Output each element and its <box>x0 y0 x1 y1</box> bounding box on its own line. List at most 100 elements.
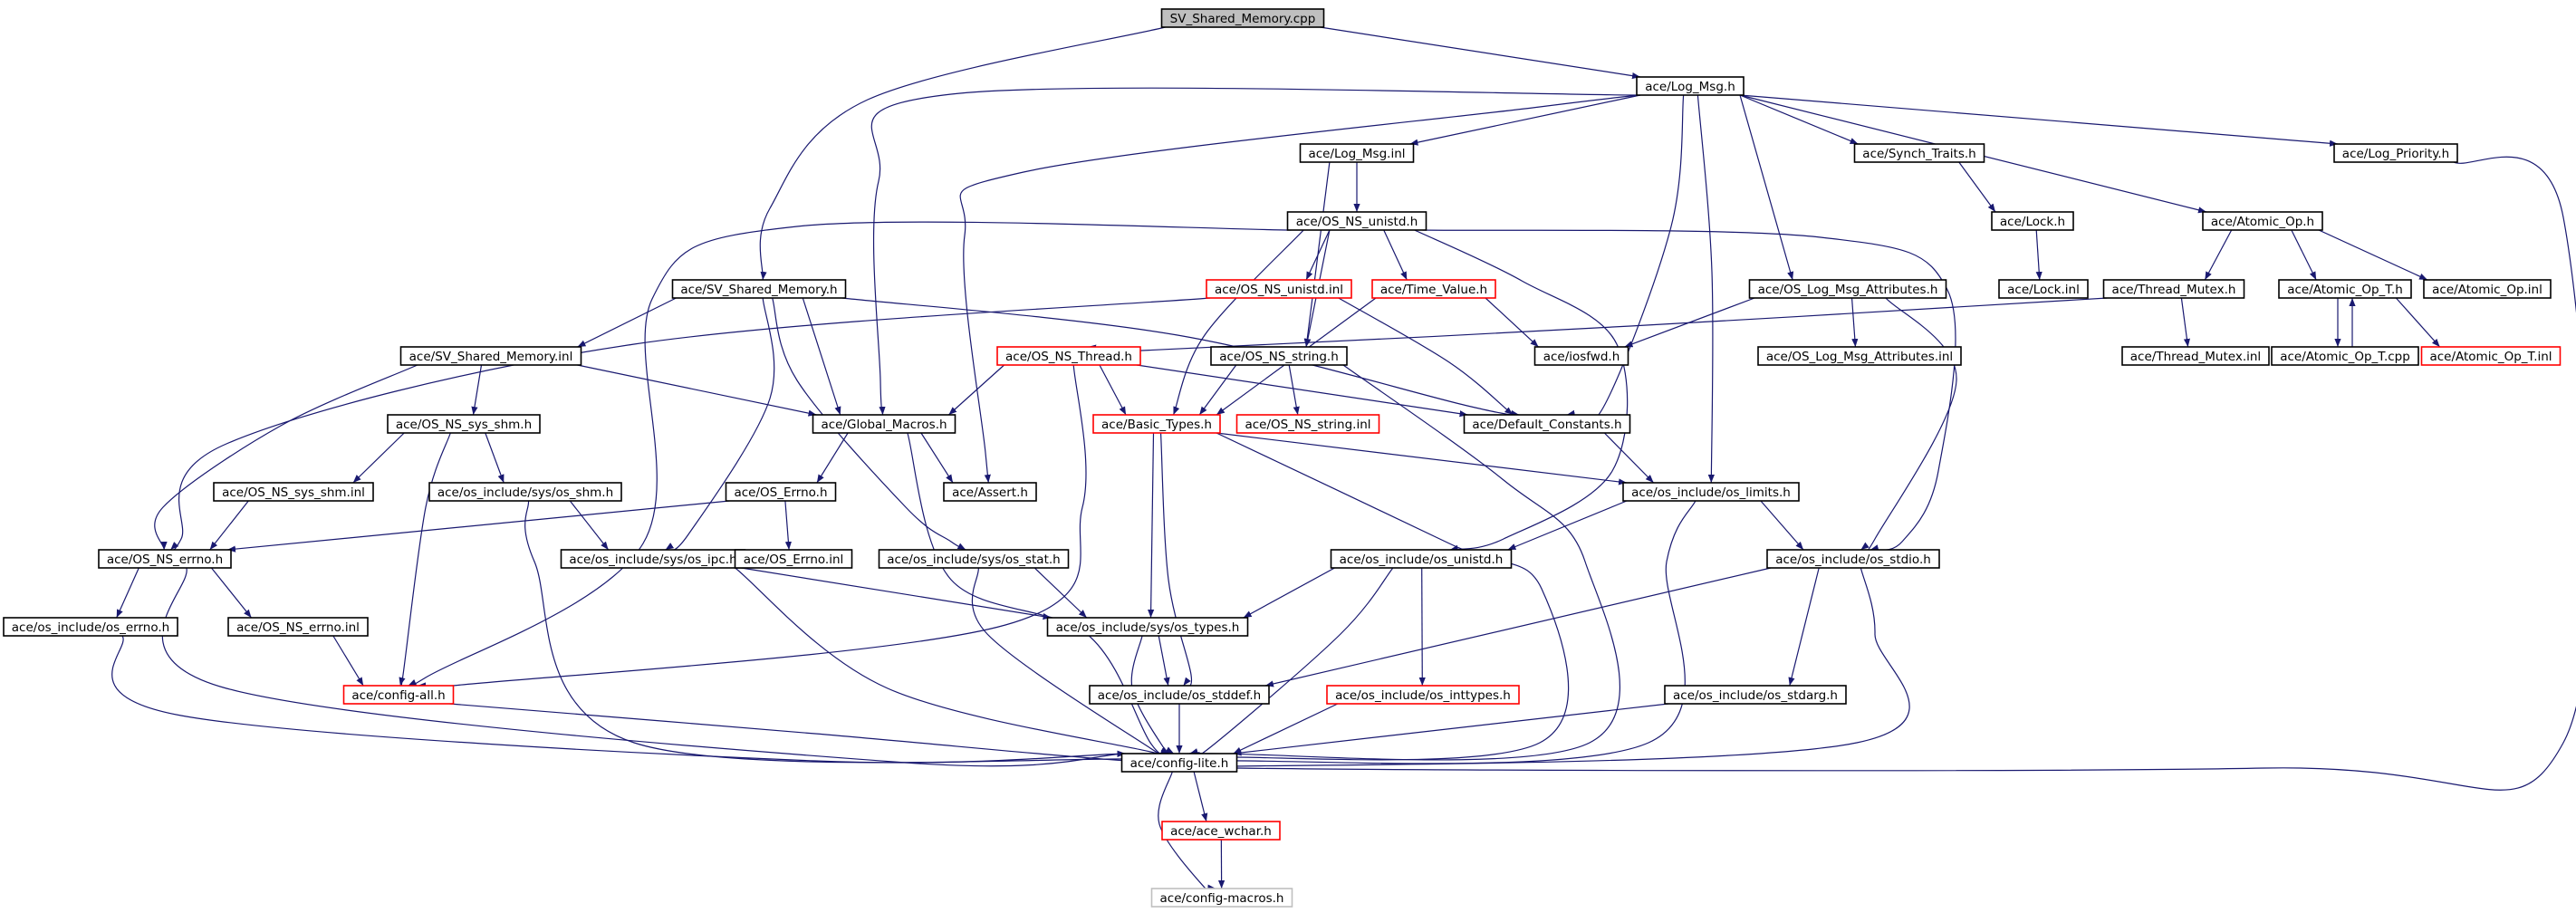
node-label: ace/Atomic_Op_T.cpp <box>2280 350 2410 364</box>
node-os-log-msg-attributes-inl[interactable]: ace/OS_Log_Msg_Attributes.inl <box>1757 346 1962 366</box>
node-log-msg-h[interactable]: ace/Log_Msg.h <box>1636 76 1745 96</box>
node-sv-shared-memory-cpp[interactable]: SV_Shared_Memory.cpp <box>1160 8 1325 28</box>
node-os-log-msg-attributes-h[interactable]: ace/OS_Log_Msg_Attributes.h <box>1748 279 1947 299</box>
edge-lock-h-to-lock-inl <box>2035 229 2043 281</box>
node-label: ace/os_include/sys/os_shm.h <box>437 485 613 500</box>
node-os-ns-unistd-inl[interactable]: ace/OS_NS_unistd.inl <box>1206 279 1352 299</box>
node-label: ace/Lock.inl <box>2007 283 2080 297</box>
node-os-stdarg-h[interactable]: ace/os_include/os_stdarg.h <box>1664 685 1847 705</box>
node-box <box>1046 617 1249 637</box>
node-os-ipc-h[interactable]: ace/os_include/sys/os_ipc.h <box>560 549 746 569</box>
node-os-ns-sys-shm-inl[interactable]: ace/OS_NS_sys_shm.inl <box>213 482 374 502</box>
edge-os-unistd-h-to-os-types-h <box>1243 567 1335 619</box>
node-label: ace/ace_wchar.h <box>1170 824 1272 839</box>
node-default-constants-h[interactable]: ace/Default_Constants.h <box>1463 414 1631 434</box>
node-os-errno-h[interactable]: ace/OS_Errno.h <box>725 482 837 502</box>
edge-atomic-op-t-h-to-atomic-op-t-inl <box>2395 297 2441 348</box>
node-box <box>1326 685 1520 705</box>
node-os-include-os-errno-h[interactable]: ace/os_include/os_errno.h <box>3 617 178 637</box>
node-box <box>227 617 369 637</box>
node-label: ace/os_include/os_limits.h <box>1631 485 1791 500</box>
node-os-ns-string-h[interactable]: ace/OS_NS_string.h <box>1210 346 1348 366</box>
node-lock-inl[interactable]: ace/Lock.inl <box>1998 279 2089 299</box>
edge-os-stdio-h-to-config-lite-h <box>1173 567 1910 767</box>
node-os-ns-thread-h[interactable]: ace/OS_NS_Thread.h <box>996 346 1141 366</box>
node-box <box>1206 279 1352 299</box>
node-sv-shared-memory-inl[interactable]: ace/SV_Shared_Memory.inl <box>399 346 582 366</box>
node-config-lite-h[interactable]: ace/config-lite.h <box>1120 753 1238 773</box>
node-box <box>3 617 178 637</box>
node-os-stdio-h[interactable]: ace/os_include/os_stdio.h <box>1766 549 1940 569</box>
edge-sv-shared-memory-h-to-global-macros-h <box>802 297 841 416</box>
edge-global-macros-h-to-config-lite-h <box>907 432 1170 756</box>
node-label: ace/OS_NS_string.inl <box>1245 418 1370 432</box>
node-label: ace/OS_Log_Msg_Attributes.inl <box>1766 350 1953 364</box>
node-basic-types-h[interactable]: ace/Basic_Types.h <box>1092 414 1221 434</box>
node-label: ace/OS_NS_string.h <box>1219 350 1339 364</box>
edge-log-msg-h-to-synch-traits-h <box>1739 94 1859 145</box>
edge-os-ns-unistd-h-to-config-all-h <box>402 221 1292 691</box>
node-box <box>1089 685 1270 705</box>
node-atomic-op-h[interactable]: ace/Atomic_Op.h <box>2202 211 2323 231</box>
node-assert-h[interactable]: ace/Assert.h <box>943 482 1037 502</box>
edge-thread-mutex-h-to-os-ns-thread-h <box>1072 297 2108 353</box>
edge-sv-shared-memory-h-to-sv-shared-memory-inl <box>577 297 677 348</box>
edge-os-ns-errno-h-to-os-include-os-errno-h <box>116 567 139 619</box>
node-config-macros-h[interactable]: ace/config-macros.h <box>1150 888 1293 908</box>
node-label: ace/os_include/os_inttypes.h <box>1335 688 1511 703</box>
node-os-shm-h[interactable]: ace/os_include/sys/os_shm.h <box>428 482 622 502</box>
node-os-ns-sys-shm-h[interactable]: ace/OS_NS_sys_shm.h <box>387 414 541 434</box>
node-time-value-h[interactable]: ace/Time_Value.h <box>1371 279 1496 299</box>
node-box <box>399 346 582 366</box>
node-box <box>1161 821 1281 841</box>
node-os-inttypes-h[interactable]: ace/os_include/os_inttypes.h <box>1326 685 1520 705</box>
edge-os-stdio-h-to-os-stddef-h <box>1264 567 1772 687</box>
node-global-macros-h[interactable]: ace/Global_Macros.h <box>812 414 956 434</box>
node-label: ace/OS_Errno.h <box>734 485 827 500</box>
nodes-layer: SV_Shared_Memory.cpp ace/Log_Msg.h ace/Log… <box>3 8 2562 908</box>
node-iosfwd-h[interactable]: ace/iosfwd.h <box>1533 346 1629 366</box>
node-atomic-op-t-h[interactable]: ace/Atomic_Op_T.h <box>2278 279 2412 299</box>
node-sv-shared-memory-h[interactable]: ace/SV_Shared_Memory.h <box>671 279 847 299</box>
node-label: ace/Atomic_Op_T.h <box>2287 283 2403 297</box>
node-os-stat-h[interactable]: ace/os_include/sys/os_stat.h <box>878 549 1070 569</box>
node-os-ns-unistd-h[interactable]: ace/OS_NS_unistd.h <box>1286 211 1427 231</box>
node-os-limits-h[interactable]: ace/os_include/os_limits.h <box>1622 482 1800 502</box>
edge-os-ns-thread-h-to-global-macros-h <box>947 364 1005 416</box>
node-os-errno-inl[interactable]: ace/OS_Errno.inl <box>734 549 853 569</box>
node-log-msg-inl[interactable]: ace/Log_Msg.inl <box>1299 143 1415 163</box>
edge-log-msg-h-to-global-macros-h <box>870 87 1641 416</box>
node-box <box>1853 143 1985 163</box>
edge-os-include-os-errno-h-to-config-lite-h <box>111 635 1126 764</box>
node-ace-wchar-h[interactable]: ace/ace_wchar.h <box>1161 821 1281 841</box>
node-config-all-h[interactable]: ace/config-all.h <box>342 685 455 705</box>
node-os-types-h[interactable]: ace/os_include/sys/os_types.h <box>1046 617 1249 637</box>
edge-log-msg-h-to-log-priority-h <box>1739 94 2339 147</box>
node-thread-mutex-h[interactable]: ace/Thread_Mutex.h <box>2102 279 2245 299</box>
node-os-ns-errno-h[interactable]: ace/OS_NS_errno.h <box>98 549 232 569</box>
edge-os-stdarg-h-to-config-lite-h <box>1233 703 1669 756</box>
node-thread-mutex-inl[interactable]: ace/Thread_Mutex.inl <box>2121 346 2270 366</box>
node-atomic-op-t-cpp[interactable]: ace/Atomic_Op_T.cpp <box>2271 346 2419 366</box>
edge-atomic-op-h-to-atomic-op-inl <box>2318 229 2428 281</box>
node-os-stddef-h[interactable]: ace/os_include/os_stddef.h <box>1089 685 1270 705</box>
node-atomic-op-inl[interactable]: ace/Atomic_Op.inl <box>2423 279 2552 299</box>
node-label: ace/Atomic_Op.h <box>2211 215 2314 229</box>
node-label: ace/iosfwd.h <box>1543 350 1620 364</box>
edge-thread-mutex-h-to-thread-mutex-inl <box>2180 297 2190 348</box>
edge-config-all-h-to-config-lite-h <box>449 703 1165 763</box>
edge-sv-shared-memory-h-to-os-stat-h <box>772 297 966 551</box>
node-os-unistd-h[interactable]: ace/os_include/os_unistd.h <box>1330 549 1513 569</box>
node-lock-h[interactable]: ace/Lock.h <box>1991 211 2074 231</box>
node-atomic-op-t-inl[interactable]: ace/Atomic_Op_T.inl <box>2420 346 2562 366</box>
node-os-ns-string-inl[interactable]: ace/OS_NS_string.inl <box>1235 414 1380 434</box>
edge-os-ns-sys-shm-inl-to-os-ns-errno-h <box>209 500 249 551</box>
node-os-ns-errno-inl[interactable]: ace/OS_NS_errno.inl <box>227 617 369 637</box>
edge-os-stdio-h-to-os-stdarg-h <box>1788 567 1820 687</box>
node-box <box>1160 8 1325 28</box>
edges-layer <box>111 26 2576 894</box>
node-log-priority-h[interactable]: ace/Log_Priority.h <box>2333 143 2458 163</box>
node-synch-traits-h[interactable]: ace/Synch_Traits.h <box>1853 143 1985 163</box>
node-box <box>2333 143 2458 163</box>
